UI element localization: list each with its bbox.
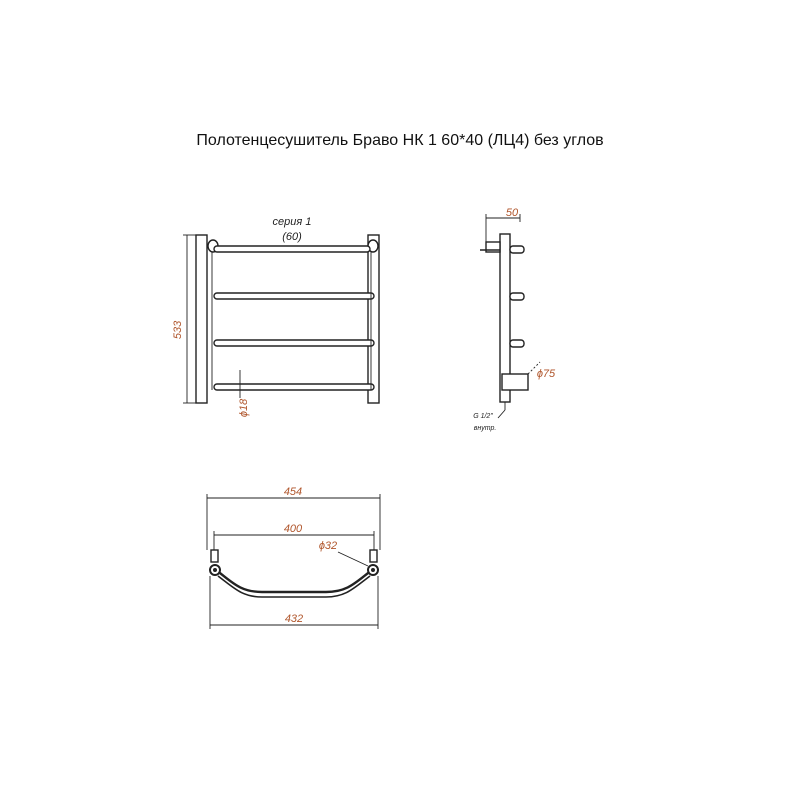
rung-4 (213, 383, 375, 391)
curved-rail-inner (217, 575, 371, 598)
wall-bracket (485, 241, 501, 253)
pipe-diameter-label: ϕ18 (238, 398, 250, 417)
right-connector (369, 549, 378, 563)
curved-rail-outer (215, 569, 373, 594)
rung-1 (213, 245, 371, 253)
depth-dimension: 50 (506, 207, 519, 219)
series-label: серия 1 (273, 216, 312, 228)
series-value: (60) (282, 231, 302, 243)
left-post (195, 234, 208, 404)
rung-stub-2 (509, 292, 525, 301)
side-view: 50 ϕ75 G 1/2" внутр. (473, 207, 556, 432)
center-distance: 400 (284, 523, 303, 535)
fitting-diameter-label: ϕ75 (537, 368, 556, 380)
left-connector (210, 549, 219, 563)
height-dimension: 533 (172, 320, 184, 339)
right-post (367, 234, 380, 404)
width-dimension: 454 (284, 486, 302, 498)
connection-diameter-label: ϕ32 (319, 540, 337, 552)
page-title: Полотенцесушитель Браво НК 1 60*40 (ЛЦ4)… (196, 132, 604, 149)
thread-note: внутр. (474, 425, 497, 432)
top-view: 454 400 ϕ32 432 (206, 486, 381, 629)
rung-2 (213, 292, 375, 300)
thread-label: G 1/2" (473, 413, 493, 420)
rung-3 (213, 339, 375, 347)
bottom-width-dimension: 432 (285, 613, 303, 625)
bottom-fitting (501, 373, 529, 391)
rung-stub-3 (509, 339, 525, 348)
rung-stub-1 (509, 245, 525, 254)
front-view: 533 серия 1 (60) ϕ18 (172, 216, 380, 417)
